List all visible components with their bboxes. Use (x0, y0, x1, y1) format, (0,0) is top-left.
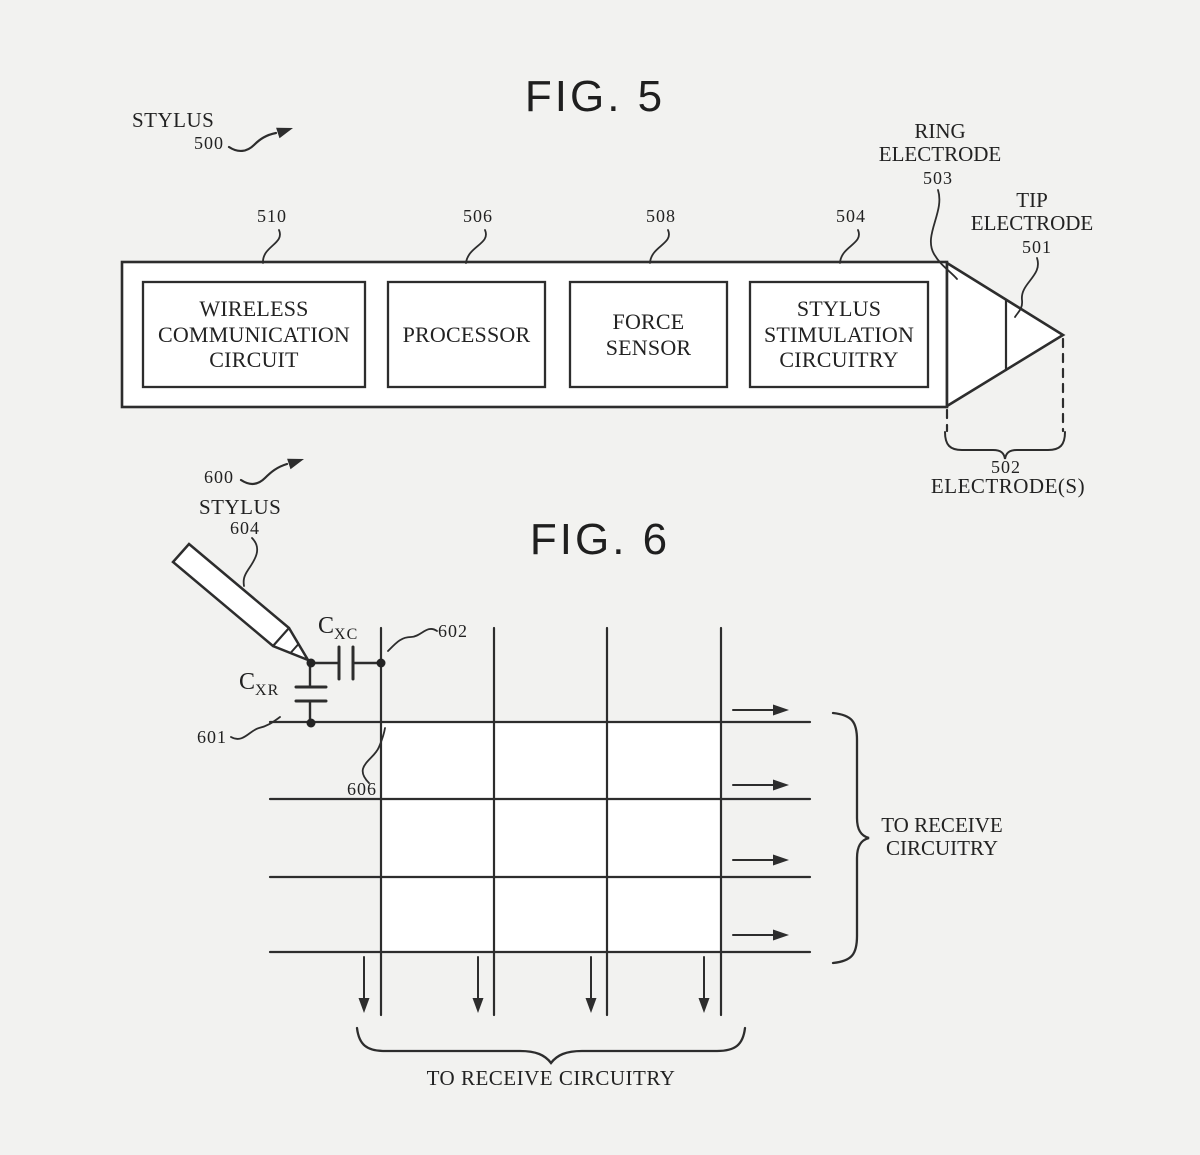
ref-600: 600 (204, 467, 234, 487)
fig5-title: FIG. 5 (524, 72, 666, 121)
ref-502: 502 (991, 457, 1021, 477)
electrode-extent (944, 337, 1066, 460)
fig5-stylus-label: STYLUS (132, 108, 215, 132)
electrodes-label: ELECTRODE(S) (930, 474, 1086, 498)
rows-brace (831, 711, 870, 965)
fig6-title: FIG. 6 (529, 515, 671, 564)
column602-leader (387, 628, 438, 652)
capacitor-cxc (308, 645, 383, 681)
tip-electrode-label: TIP ELECTRODE (970, 188, 1094, 236)
ref-506: 506 (463, 206, 493, 226)
receive-circuitry-right-label: TO RECEIVE CIRCUITRY (881, 813, 1003, 861)
ref-501: 501 (1022, 237, 1052, 257)
cxc-label: CXC (318, 613, 359, 643)
stylus604-leader (242, 537, 259, 587)
fig5-leader-lines (242, 189, 1039, 587)
fig5-stylus-body (120, 260, 1066, 409)
fig6-stylus-label: STYLUS (199, 495, 282, 519)
stylus-stimulation-circuitry-label: STYLUS STIMULATION CIRCUITRY (763, 296, 915, 373)
wireless-communication-circuit-label: WIRELESS COMMUNICATION CIRCUIT (157, 296, 351, 373)
junction-dots (306, 658, 386, 728)
ref-503: 503 (923, 168, 953, 188)
column-electrodes (379, 626, 723, 1017)
electrodes-brace (944, 431, 1066, 460)
ring-electrode-leader (929, 189, 958, 280)
row-output-arrows (732, 704, 789, 941)
stylus500-pointer (227, 127, 293, 152)
cxr-label: CXR (239, 669, 280, 699)
fig6-stylus-pencil (171, 542, 311, 663)
node606-leader (361, 727, 386, 784)
grid-fill (381, 722, 721, 952)
fig5-stylus-ref: 500 (194, 133, 224, 153)
ring-electrode-label: RING ELECTRODE (878, 119, 1002, 167)
ref-510: 510 (257, 206, 287, 226)
ref-606: 606 (347, 779, 377, 799)
ref-504: 504 (836, 206, 866, 226)
receive-circuitry-bottom-label: TO RECEIVE CIRCUITRY (426, 1066, 676, 1090)
tip-electrode-leader (1014, 257, 1039, 318)
columns-brace (355, 1026, 747, 1065)
force-sensor-label: FORCE SENSOR (605, 308, 692, 360)
fig6-leader-lines (230, 628, 438, 784)
ref-604: 604 (230, 518, 260, 538)
processor-label: PROCESSOR (402, 321, 531, 347)
ref-508: 508 (646, 206, 676, 226)
row601-leader (230, 716, 281, 740)
capacitor-cxr (294, 661, 328, 725)
stylus-stimulation-circuitry-box (748, 280, 930, 389)
ref-601: 601 (197, 727, 227, 747)
processor-box (386, 280, 547, 389)
force-sensor-box (568, 280, 729, 389)
column-output-arrows (358, 956, 710, 1013)
stylus600-pointer (239, 458, 304, 485)
ref-602: 602 (438, 621, 468, 641)
wireless-communication-circuit-box (141, 280, 367, 389)
